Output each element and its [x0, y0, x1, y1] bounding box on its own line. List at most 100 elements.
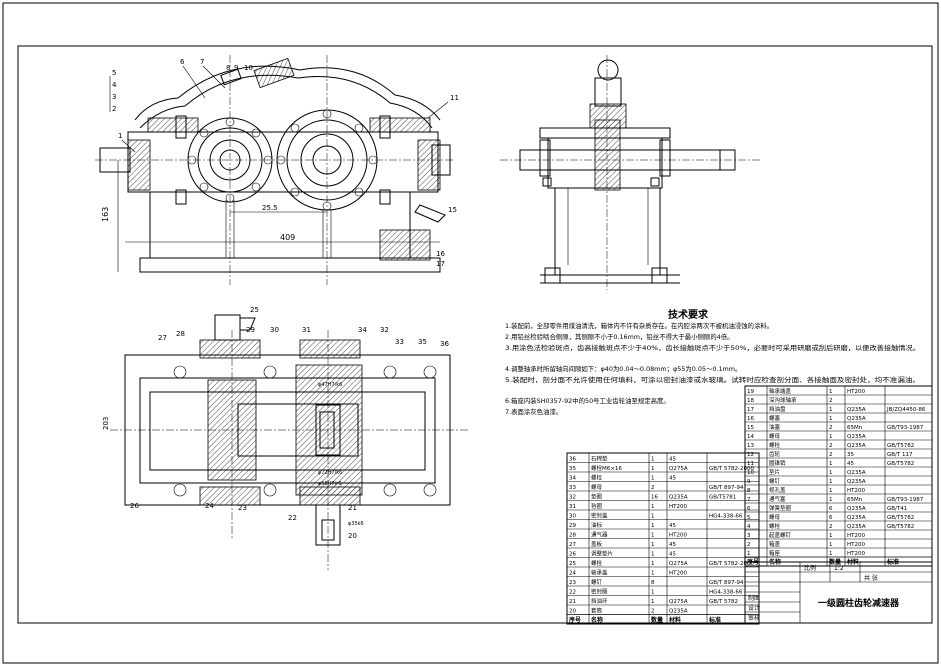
bom-cell-std: GB/T5782 — [887, 443, 914, 449]
bom-cell-no: 6 — [747, 506, 751, 512]
bom-cell-no: 12 — [747, 452, 754, 458]
bom-cell-qty: 2 — [829, 443, 833, 449]
tech-item-3: 3.用涂色法检验斑点，齿高接触斑点不少于40%，齿长接触斑点不少于50%，必要时… — [505, 343, 920, 352]
balloon-23: 23 — [238, 504, 247, 512]
balloon-27: 27 — [158, 334, 167, 342]
bom-cell-qty: 16 — [651, 495, 658, 501]
bom-cell-no: 16 — [747, 416, 754, 422]
bom-cell-name: 垫片 — [769, 468, 780, 476]
drawn-label: 制图 — [748, 594, 760, 602]
balloon-32: 32 — [380, 326, 389, 334]
bom-cell-mat: 45 — [847, 461, 854, 467]
bom-cell-name: 石棉垫 — [591, 455, 608, 463]
bom-cell-mat: Q275A — [669, 561, 688, 567]
bom-header: 名称 — [591, 616, 603, 624]
tech-heading: 技术要求 — [668, 308, 709, 321]
bom-cell-mat: HT200 — [669, 571, 687, 577]
bom-cell-no: 33 — [569, 485, 576, 491]
balloon-26: 26 — [130, 502, 139, 510]
bom-cell-no: 13 — [747, 443, 754, 449]
bom-cell-std: GB/T 897-94 — [709, 580, 744, 586]
bom-cell-no: 2 — [747, 542, 751, 548]
bom-cell-no: 23 — [569, 580, 576, 586]
bom-cell-name: 密封圈 — [591, 588, 608, 596]
bom-cell-qty: 2 — [829, 452, 833, 458]
bom-cell-mat: HT200 — [847, 551, 865, 557]
balloon-11: 11 — [450, 94, 459, 102]
bom-cell-std: GB/T5782 — [887, 515, 914, 521]
bom-cell-qty: 1 — [651, 552, 655, 558]
tech-item-7: 7.表面涂灰色油漆。 — [505, 407, 562, 416]
bom-cell-name: 螺母 — [591, 483, 603, 491]
balloon-31: 31 — [302, 326, 311, 334]
bom-cell-qty: 1 — [651, 599, 655, 605]
bom-cell-mat: 65Mn — [847, 497, 863, 503]
bom-cell-qty: 1 — [829, 416, 833, 422]
balloon-20: 20 — [348, 532, 357, 540]
bom-cell-qty: 1 — [829, 497, 833, 503]
bom-cell-std: GB/T5782 — [887, 461, 914, 467]
bom-cell-no: 21 — [569, 599, 576, 605]
balloon-7: 7 — [200, 58, 204, 66]
bom-cell-mat: 45 — [669, 542, 676, 548]
bom-cell-name: 轴承端盖 — [769, 387, 792, 395]
tech-item-1: 1.装配前，全部零件用煤油清洗，箱体内不许有杂质存在。在内腔涂两次不被机油浸蚀的… — [505, 321, 773, 330]
balloon-30: 30 — [270, 326, 279, 334]
bom-cell-qty: 1 — [829, 488, 833, 494]
bom-cell-no: 11 — [747, 461, 754, 467]
bom-cell-mat: Q235A — [669, 609, 688, 615]
bom-cell-mat: HT200 — [847, 389, 865, 395]
dim-height: 163 — [101, 207, 110, 222]
bom-cell-name: 垫圈 — [591, 493, 603, 501]
bom-cell-qty: 1 — [829, 470, 833, 476]
bom-cell-std: GB/T 5782 — [709, 599, 738, 605]
bom-cell-std: GB/T93-1987 — [887, 425, 924, 431]
bom-header: 序号 — [568, 616, 581, 624]
bom-cell-name: 螺栓 — [769, 441, 781, 449]
bom-cell-name: 通气器 — [591, 531, 608, 539]
bom-cell-qty: 8 — [651, 580, 655, 586]
bom-cell-name: 油标 — [591, 521, 603, 529]
bom-cell-mat: HT200 — [847, 533, 865, 539]
bom-cell-qty: 1 — [651, 533, 655, 539]
bom-cell-qty: 1 — [829, 533, 833, 539]
balloon-17: 17 — [436, 260, 445, 268]
bom-cell-name: 挡油盘 — [769, 405, 786, 413]
bom-cell-name: 螺钉 — [591, 578, 603, 586]
bom-cell-name: 齿轮 — [769, 450, 781, 458]
bom-cell-name: 密封盖 — [591, 512, 608, 520]
bom-cell-mat: Q235A — [847, 443, 866, 449]
bom-header: 标准 — [708, 616, 721, 624]
bom-cell-qty: 1 — [651, 514, 655, 520]
bom-cell-name: 螺钉 — [769, 477, 781, 485]
dim-center-distance: 203 — [102, 417, 110, 430]
bom-cell-mat: Q235A — [847, 407, 866, 413]
bom-cell-name: 箱座 — [769, 549, 781, 557]
bom-cell-qty: 1 — [829, 461, 833, 467]
bom-cell-name: 套筒 — [591, 607, 603, 615]
balloon-15: 15 — [448, 206, 457, 214]
balloon-22: 22 — [288, 514, 297, 522]
bom-cell-no: 1 — [747, 551, 751, 557]
bom-cell-no: 25 — [569, 561, 576, 567]
bom-cell-mat: Q235A — [847, 470, 866, 476]
drawing-frame — [17, 45, 933, 624]
bom-cell-mat: HT200 — [847, 542, 865, 548]
side-view — [500, 55, 760, 290]
bom-cell-name: 挡油环 — [591, 597, 608, 605]
bom-cell-std: JB/ZQ4450-86 — [886, 407, 926, 413]
bom-cell-no: 36 — [569, 457, 576, 463]
tech-item-5: 5.装配时，剖分面不允许使用任何填料，可涂以密封油漆或水玻璃。试转时应检查剖分面… — [505, 375, 920, 384]
bom-cell-qty: 2 — [829, 425, 833, 431]
check-label: 审核 — [748, 614, 760, 622]
bom-cell-qty: 1 — [829, 407, 833, 413]
bom-cell-no: 10 — [747, 470, 754, 476]
title-block: 比例 1:2 共 张 制图 设计 审核 一级圆柱齿轮减速器 — [744, 561, 933, 624]
balloon-3: 3 — [112, 93, 116, 101]
plan-view: φ47H7/k6 φ72H7/k6 φ58H7/r6 φ35k6 203 27 … — [102, 306, 470, 570]
bom-cell-qty: 6 — [829, 515, 833, 521]
bom-cell-no: 28 — [569, 533, 576, 539]
scale-label: 比例 — [804, 564, 816, 572]
bom-cell-qty: 2 — [651, 609, 655, 615]
balloon-16: 16 — [436, 250, 445, 258]
